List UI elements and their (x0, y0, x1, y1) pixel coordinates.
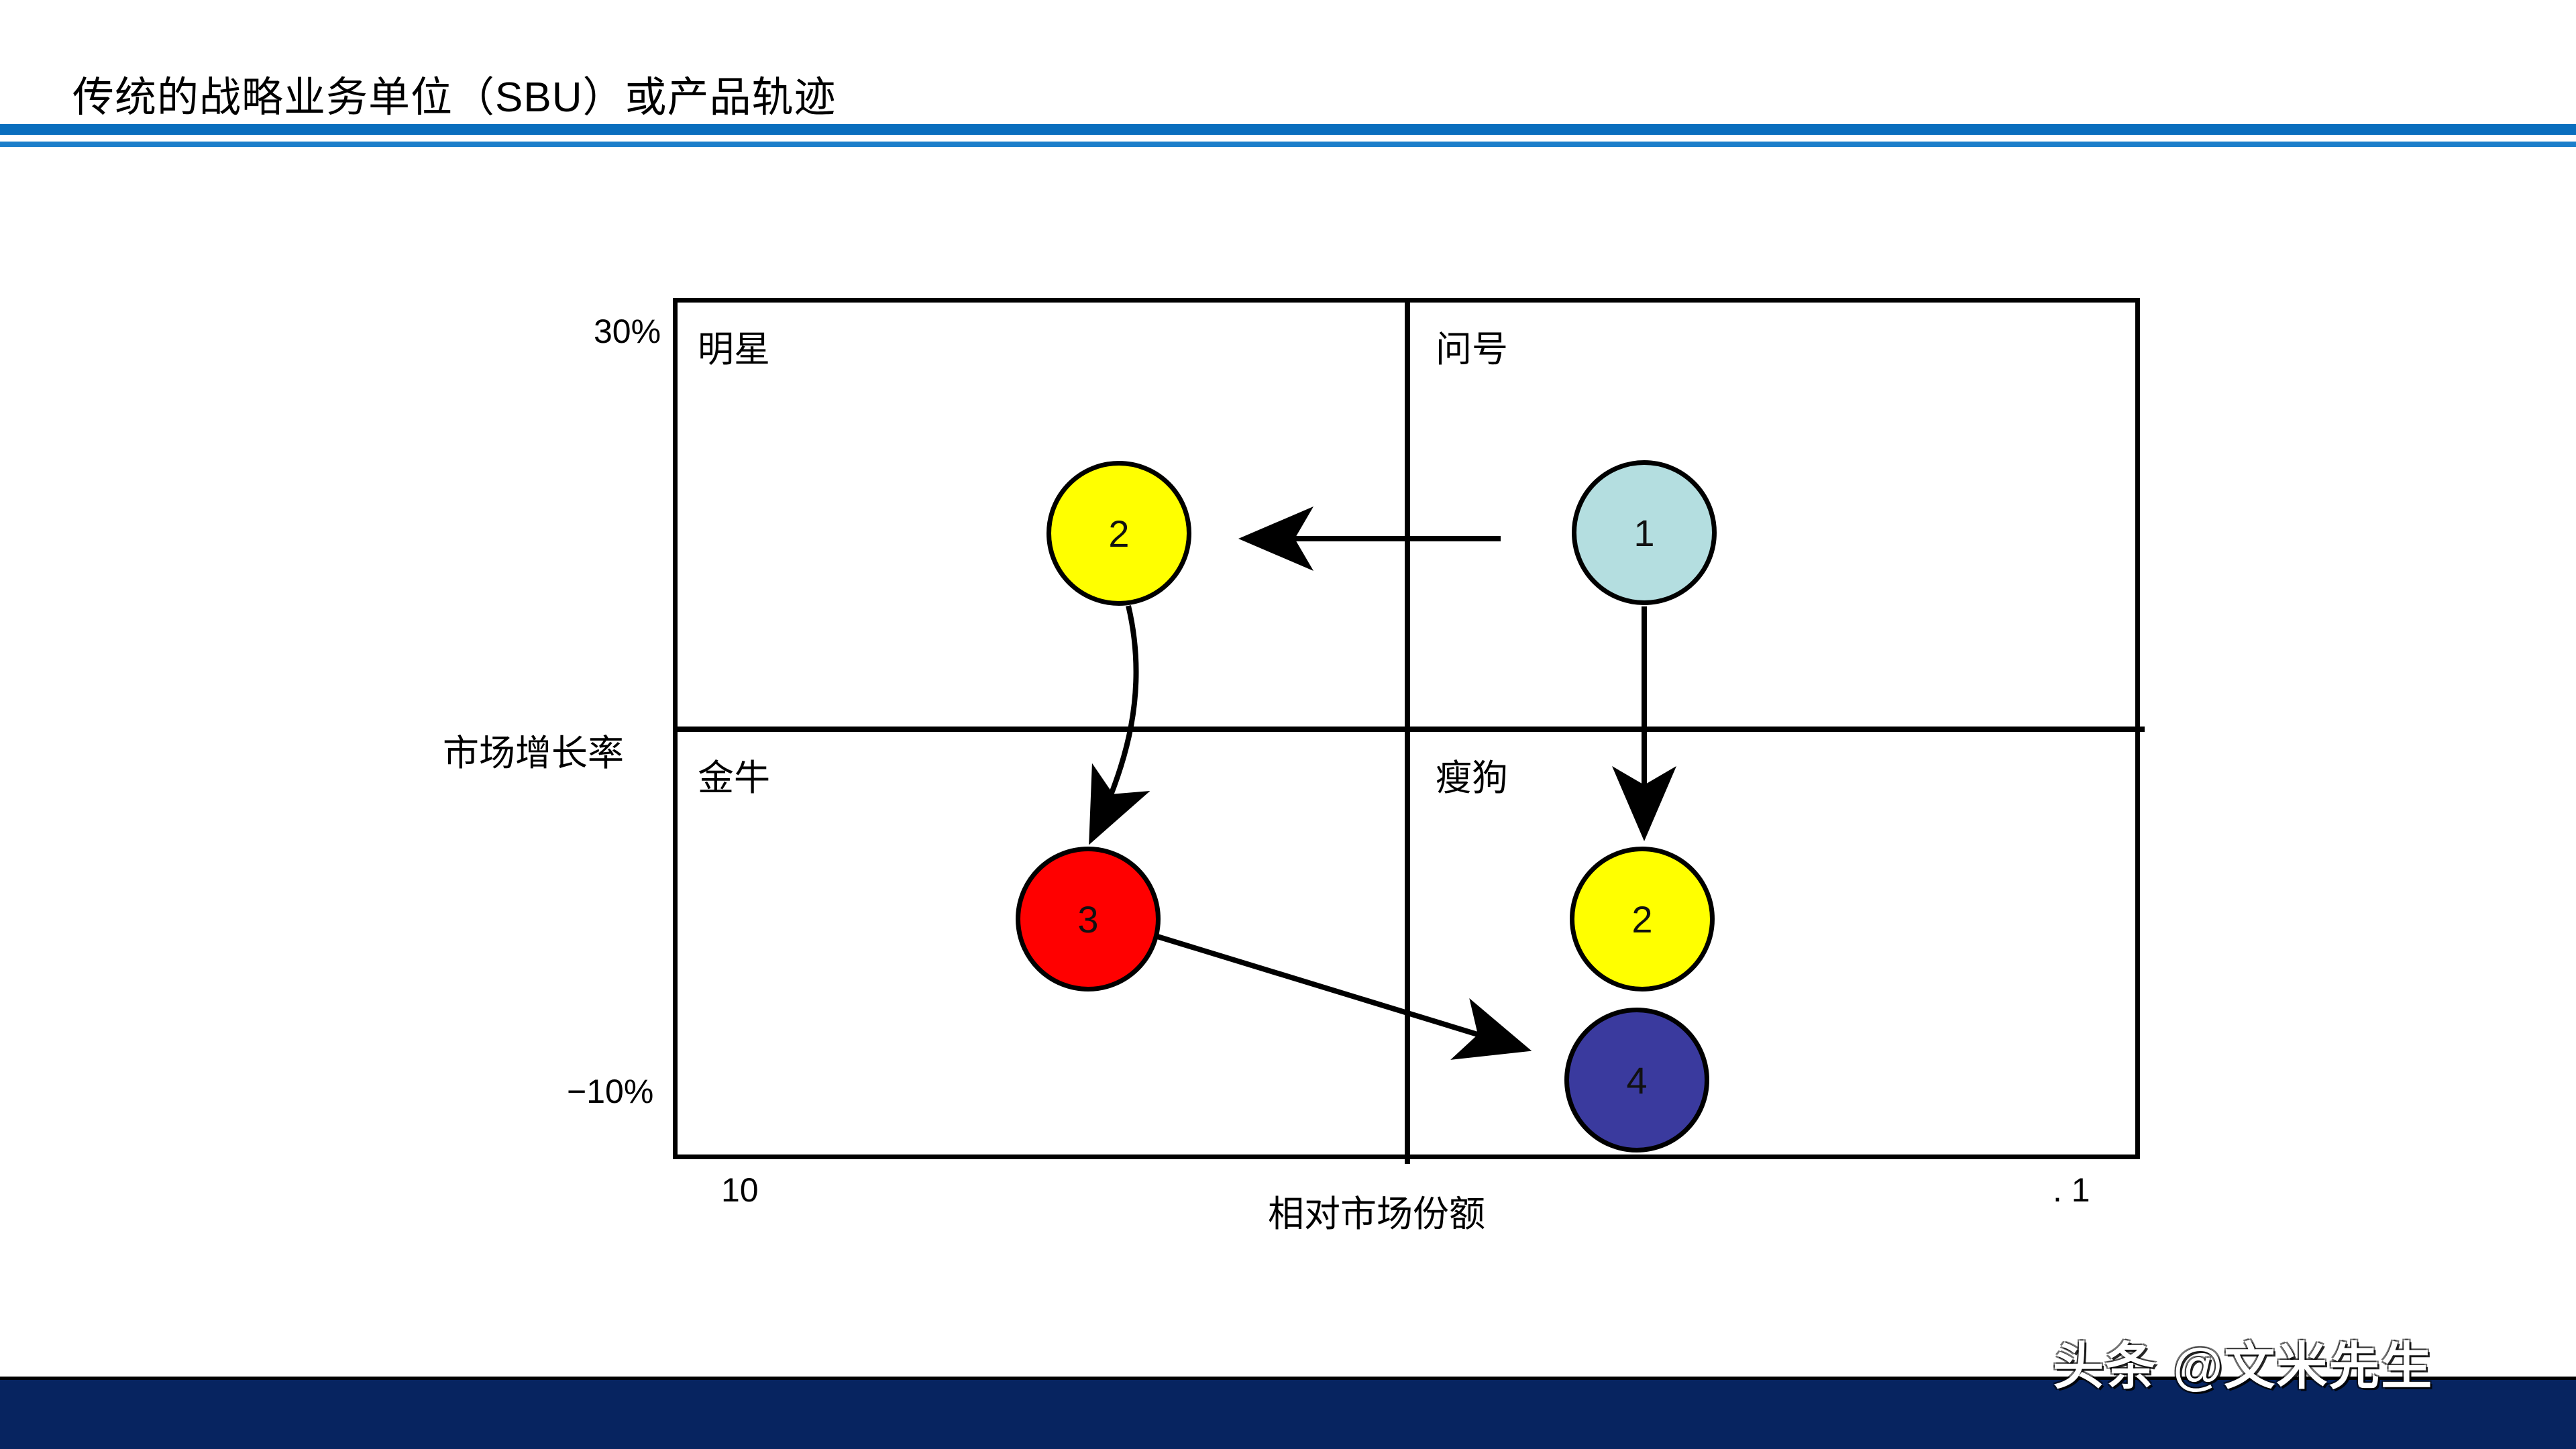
data-point-bubble-5[interactable]: 4 (1564, 1008, 1709, 1152)
bubble-label: 2 (1108, 512, 1130, 555)
header-divider-thick-bar (0, 124, 2576, 135)
bubble-label: 2 (1631, 898, 1653, 941)
quadrant-label-question-mark: 问号 (1436, 329, 1508, 370)
bubble-label: 4 (1626, 1059, 1648, 1102)
x-axis-tick-right: . 1 (2053, 1171, 2090, 1209)
header-divider-gap (0, 135, 2576, 142)
quadrant-label-dog: 瘦狗 (1436, 758, 1508, 798)
quadrant-label-cash-cow: 金牛 (698, 758, 770, 798)
header-divider (0, 124, 2576, 148)
y-axis-tick-bottom: −10% (567, 1073, 654, 1110)
quadrant-divider-horizontal (673, 727, 2145, 732)
watermark-text: 头条 @文米先生 (2053, 1338, 2434, 1395)
x-axis-tick-left: 10 (721, 1171, 759, 1209)
quadrant-label-star: 明星 (698, 329, 770, 370)
y-axis-tick-top: 30% (594, 313, 661, 350)
data-point-bubble-4[interactable]: 2 (1570, 847, 1715, 991)
page-title: 传统的战略业务单位（SBU）或产品轨迹 (72, 74, 837, 121)
header-divider-thin-bar (0, 142, 2576, 147)
bubble-label: 1 (1633, 511, 1655, 554)
x-axis-title: 相对市场份额 (1268, 1194, 1485, 1234)
data-point-bubble-3[interactable]: 3 (1016, 847, 1161, 991)
data-point-bubble-2[interactable]: 2 (1046, 461, 1191, 606)
data-point-bubble-1[interactable]: 1 (1572, 460, 1717, 605)
footer-bar (0, 1377, 2576, 1449)
y-axis-title: 市场增长率 (443, 733, 624, 773)
bubble-label: 3 (1077, 898, 1099, 941)
